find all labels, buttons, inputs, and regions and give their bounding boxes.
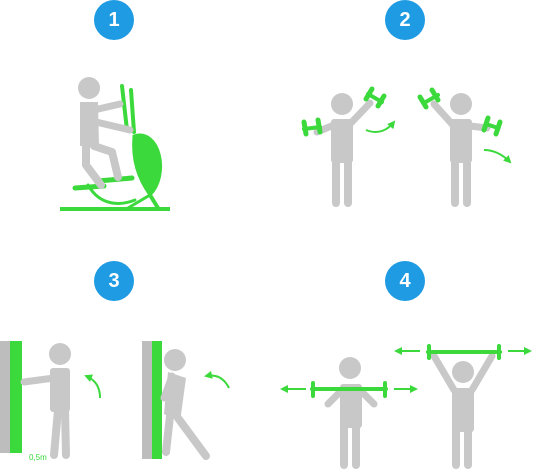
bar-icon: [310, 381, 388, 398]
rotation-arrow: [483, 149, 512, 164]
bar-icon: [426, 344, 502, 360]
panel-1-elliptical: [60, 77, 170, 211]
rotation-arrow: [204, 370, 230, 389]
step-4-badge: 4: [385, 261, 425, 301]
dumbbell-icon: [301, 117, 323, 137]
rotation-arrow: [84, 374, 101, 399]
panel-3-wall-push-right: [142, 341, 230, 460]
step-3-badge: 3: [94, 261, 134, 301]
panel-2-dumbbell-figure-right: [417, 87, 512, 207]
person-on-elliptical: [78, 77, 134, 189]
step-1-badge: 1: [94, 0, 134, 40]
step-2-badge: 2: [385, 0, 425, 40]
dumbbell-icon: [363, 86, 387, 109]
panel-4-bar-figure-high: [394, 344, 532, 469]
wall-side: [142, 341, 152, 459]
panel-3-wall-push-left: [0, 341, 101, 459]
dumbbell-icon: [481, 115, 503, 137]
wall-face: [152, 341, 162, 459]
wall-face: [10, 341, 22, 453]
dumbbell-icon: [417, 87, 441, 110]
panel-2-dumbbell-figure-left: [301, 86, 396, 207]
panel-4-bar-figure-low: [280, 357, 418, 469]
wall-side: [0, 341, 10, 453]
distance-label: 0,5m: [29, 453, 47, 462]
ground-line: [60, 207, 170, 211]
rotation-arrow: [365, 120, 396, 133]
